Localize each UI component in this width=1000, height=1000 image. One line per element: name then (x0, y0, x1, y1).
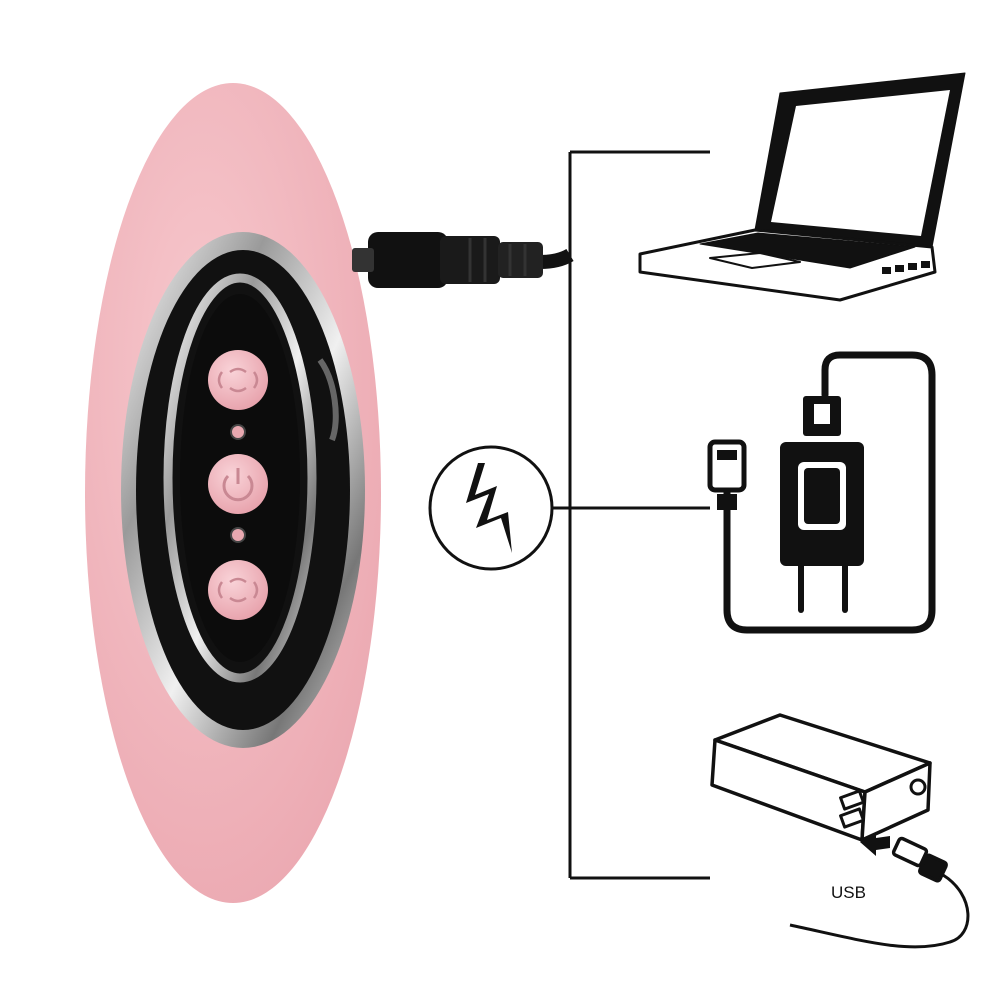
chrome-trim-inner (163, 273, 317, 683)
vibration-down-button[interactable] (208, 560, 268, 620)
power-bank-icon (710, 713, 970, 949)
indicator-dot-bottom (230, 527, 246, 543)
vibration-up-button[interactable] (208, 350, 268, 410)
indicator-dot-top (230, 424, 246, 440)
charging-cable-plug (352, 232, 574, 288)
remote-device (85, 83, 574, 903)
vibration-down-icon (217, 577, 259, 603)
usb-arrow-icon (860, 832, 890, 856)
usb-plug-icon (891, 836, 948, 883)
wall-charger-icon (707, 351, 936, 634)
laptop-icon (638, 72, 966, 302)
power-icon (222, 468, 254, 502)
power-button[interactable] (208, 454, 268, 514)
vibration-up-icon (217, 367, 259, 393)
connector-lines (553, 150, 710, 880)
usb-cable-label: USB (831, 883, 866, 902)
lightning-bolt-icon (428, 445, 554, 571)
